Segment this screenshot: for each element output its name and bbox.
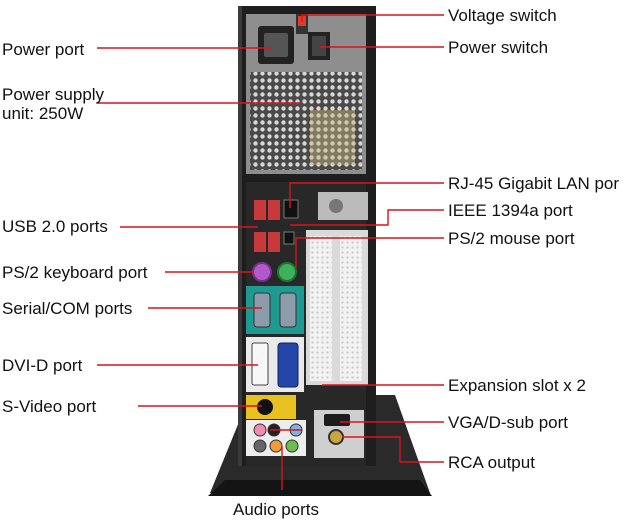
usb-port-2 bbox=[268, 200, 280, 220]
rca-socket bbox=[328, 429, 344, 445]
audio-jack-pink bbox=[253, 423, 267, 437]
power-port-inner bbox=[264, 33, 288, 57]
audio-jack-grey bbox=[253, 439, 267, 453]
label-usb-ports: USB 2.0 ports bbox=[2, 217, 108, 236]
label-vga-dsub: VGA/D-sub port bbox=[448, 413, 568, 432]
psu-vent-mesh bbox=[250, 72, 362, 170]
serial-port-2 bbox=[279, 292, 297, 328]
vga-dsub-connector bbox=[324, 414, 350, 426]
dvi-connector bbox=[251, 342, 269, 386]
psu-fan-highlight bbox=[310, 110, 355, 165]
label-ps2-keyboard: PS/2 keyboard port bbox=[2, 263, 148, 282]
svideo-socket bbox=[257, 399, 273, 415]
label-rca-output: RCA output bbox=[448, 453, 535, 472]
vga-connector bbox=[277, 342, 299, 388]
label-audio-ports: Audio ports bbox=[233, 500, 319, 519]
leader-rca bbox=[342, 436, 444, 463]
label-power-port: Power port bbox=[2, 40, 85, 59]
usb-port-4 bbox=[268, 232, 280, 252]
label-power-switch: Power switch bbox=[448, 38, 549, 57]
label-ieee1394: IEEE 1394a port bbox=[448, 201, 573, 220]
leader-ieee1394 bbox=[290, 209, 444, 226]
power-switch-rocker bbox=[312, 36, 326, 56]
label-voltage-switch: Voltage switch bbox=[448, 6, 557, 25]
label-rj45-lan: RJ-45 Gigabit LAN por bbox=[448, 174, 620, 193]
leader-rj45 bbox=[289, 182, 444, 208]
label-power-supply: Power supply unit: 250W bbox=[2, 85, 105, 123]
label-ps2-mouse: PS/2 mouse port bbox=[448, 229, 575, 248]
label-s-video: S-Video port bbox=[2, 397, 97, 416]
label-serial-com: Serial/COM ports bbox=[2, 299, 133, 318]
audio-jack-orange bbox=[269, 439, 283, 453]
ps2-mouse-socket bbox=[277, 262, 297, 282]
chassis-edge bbox=[238, 6, 242, 466]
ieee1394-port bbox=[283, 231, 295, 245]
label-dvi-d: DVI-D port bbox=[2, 356, 83, 375]
serial-port-1 bbox=[253, 292, 271, 328]
expansion-slot-2 bbox=[340, 236, 362, 381]
label-expansion-slot: Expansion slot x 2 bbox=[448, 376, 586, 395]
leader-ps2-mouse bbox=[295, 237, 444, 268]
usb-port-1 bbox=[254, 200, 266, 220]
audio-jack-green bbox=[285, 439, 299, 453]
bracket-screw bbox=[329, 199, 343, 213]
ps2-keyboard-socket bbox=[252, 262, 272, 282]
usb-port-3 bbox=[254, 232, 266, 252]
leader-lines bbox=[97, 14, 444, 490]
expansion-slot-1 bbox=[310, 236, 332, 381]
lan-port bbox=[283, 199, 299, 219]
stand-shadow bbox=[208, 480, 432, 496]
leader-voltage-switch bbox=[301, 14, 444, 22]
